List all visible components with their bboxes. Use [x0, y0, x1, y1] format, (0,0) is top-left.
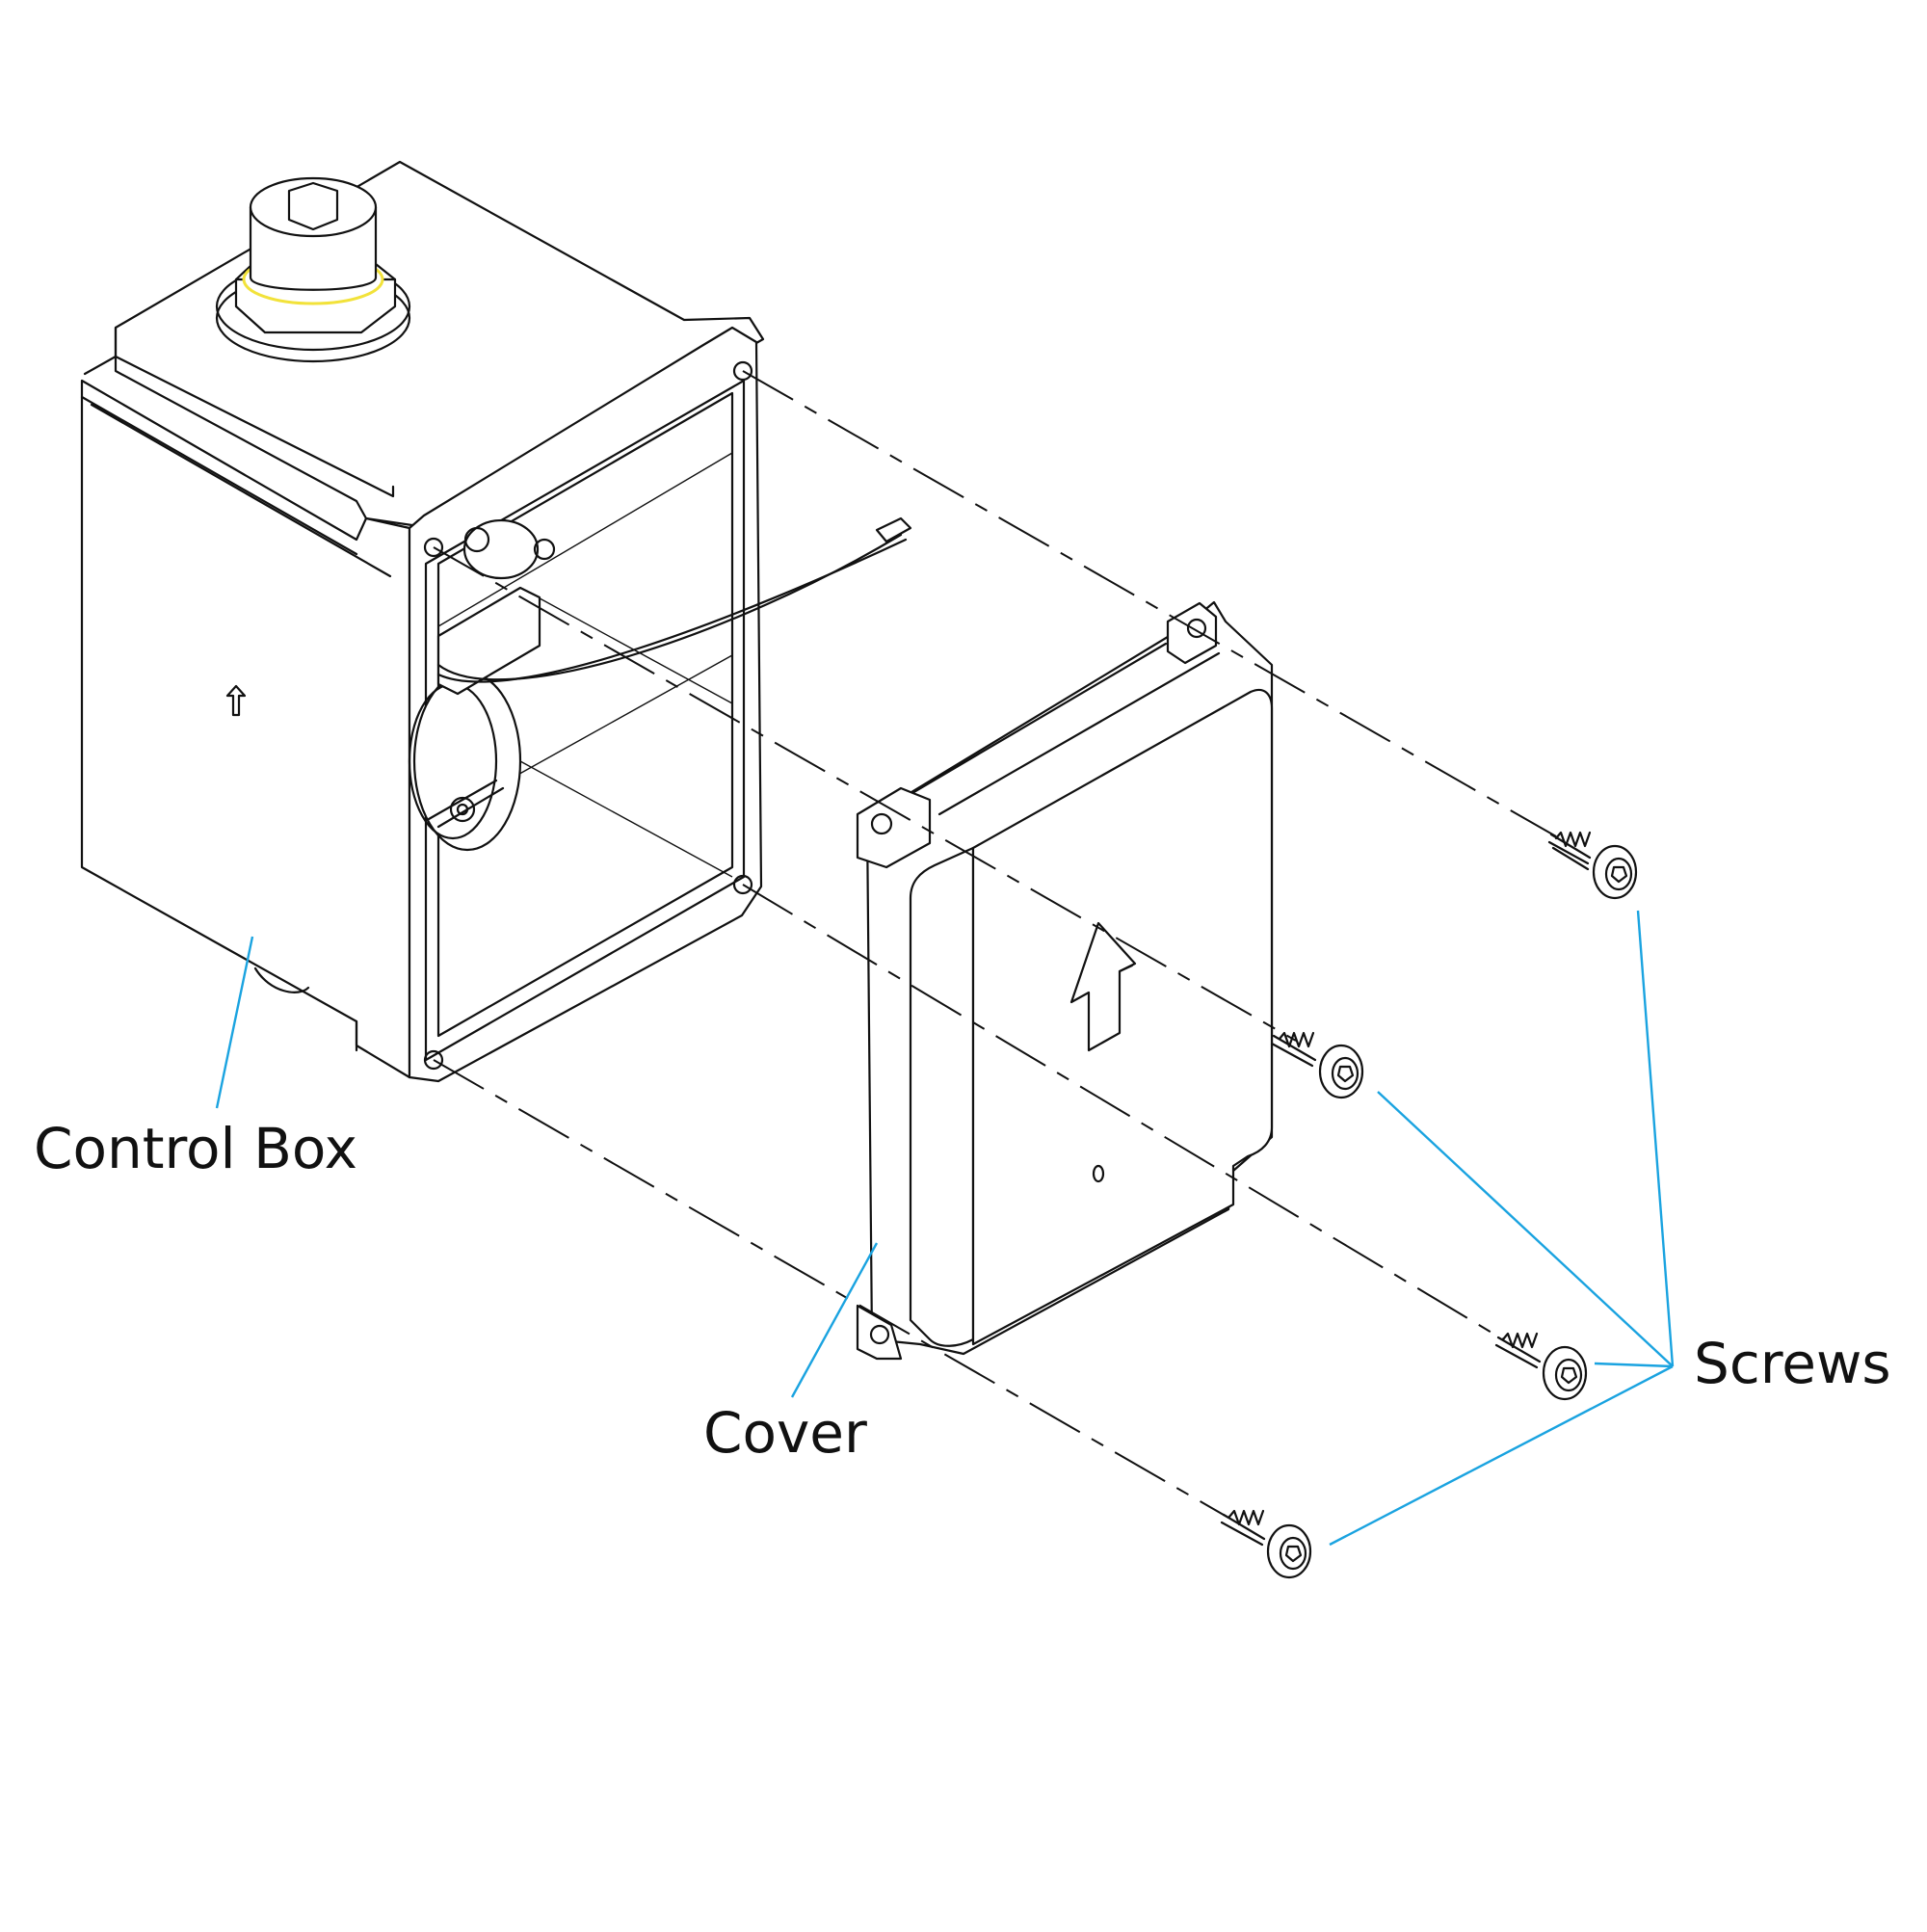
alignment-lines: [433, 370, 1557, 1519]
screw-1: [1547, 831, 1638, 900]
leader-cover: [790, 1242, 879, 1398]
leader-control-box: [215, 936, 254, 1109]
leader-screw-4: [1329, 1364, 1674, 1547]
screw-3: [1494, 1332, 1588, 1401]
label-screws: Screws: [1694, 1331, 1891, 1396]
leader-screw-2: [1377, 1091, 1674, 1367]
screws: [1220, 831, 1638, 1579]
cover: [856, 600, 1274, 1361]
control-box: [80, 160, 912, 1083]
label-cover: Cover: [703, 1400, 867, 1466]
label-control-box: Control Box: [34, 1116, 357, 1181]
leader-screw-3: [1594, 1362, 1674, 1368]
screw-2: [1270, 1031, 1364, 1099]
leader-screw-1: [1636, 910, 1675, 1367]
leader-lines: [215, 910, 1675, 1547]
screw-4: [1220, 1509, 1312, 1579]
top-plug: [215, 176, 411, 363]
